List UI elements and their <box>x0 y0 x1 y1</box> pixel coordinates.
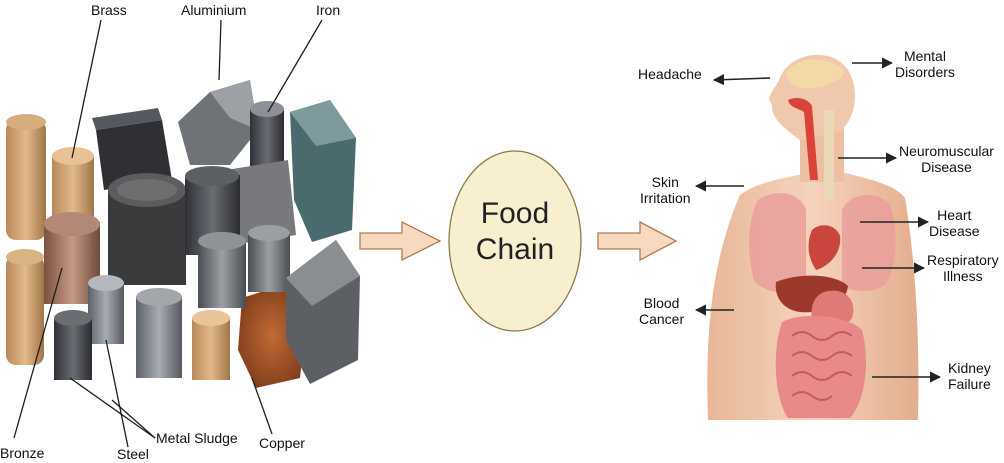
label-bronze: Bronze <box>0 445 45 461</box>
flow-arrow-left <box>359 220 442 262</box>
brass-leader <box>71 19 102 159</box>
label-iron: Iron <box>316 2 341 18</box>
metal-leader-lines <box>13 19 323 448</box>
label-steel: Steel <box>117 446 149 462</box>
label-kidney-failure: Kidney Failure <box>948 360 991 392</box>
label-neuromuscular-disease: Neuromuscular Disease <box>899 143 994 175</box>
label-respiratory-illness: Respiratory Illness <box>927 252 999 284</box>
label-blood-cancer: Blood Cancer <box>639 295 685 327</box>
grey-cube <box>286 240 360 384</box>
label-brass: Brass <box>91 2 127 18</box>
sludge-cylinder <box>108 173 186 285</box>
iron-leader <box>267 19 323 113</box>
headache-arrow <box>712 74 771 86</box>
bronze-dark-cylinder <box>54 310 92 380</box>
label-headache: Headache <box>638 66 702 82</box>
flow-arrow-right <box>597 220 678 262</box>
label-metal-sludge: Metal Sludge <box>156 430 238 446</box>
human-body <box>707 54 919 420</box>
food-chain-title: Food Chain <box>475 197 555 266</box>
label-skin-irritation: Skin Irritation <box>640 174 691 206</box>
metals-image <box>6 80 360 388</box>
copper-cylinder <box>192 310 230 380</box>
aluminium-chunk <box>178 80 258 165</box>
bronze-leader <box>13 267 63 439</box>
copper-leader <box>251 377 273 435</box>
label-copper: Copper <box>259 435 305 451</box>
dark-cube <box>92 108 172 190</box>
food-chain-oval <box>448 150 582 332</box>
steel-cylinder <box>88 275 124 344</box>
label-mental-disorders: Mental Disorders <box>895 48 955 80</box>
steel-large-cylinder <box>198 225 290 308</box>
bronze-block <box>44 212 100 304</box>
grey-cylinder <box>136 288 182 378</box>
brass-cylinder-left <box>6 114 46 365</box>
label-heart-disease: Heart Disease <box>929 207 980 239</box>
label-aluminium: Aluminium <box>181 2 247 18</box>
aluminium-leader <box>218 19 222 81</box>
sludge-leader-a <box>69 377 156 439</box>
iron-ore-block <box>226 100 356 245</box>
effect-arrows <box>694 57 942 383</box>
sludge-leader-b <box>111 399 156 439</box>
steel-leader <box>105 339 129 448</box>
